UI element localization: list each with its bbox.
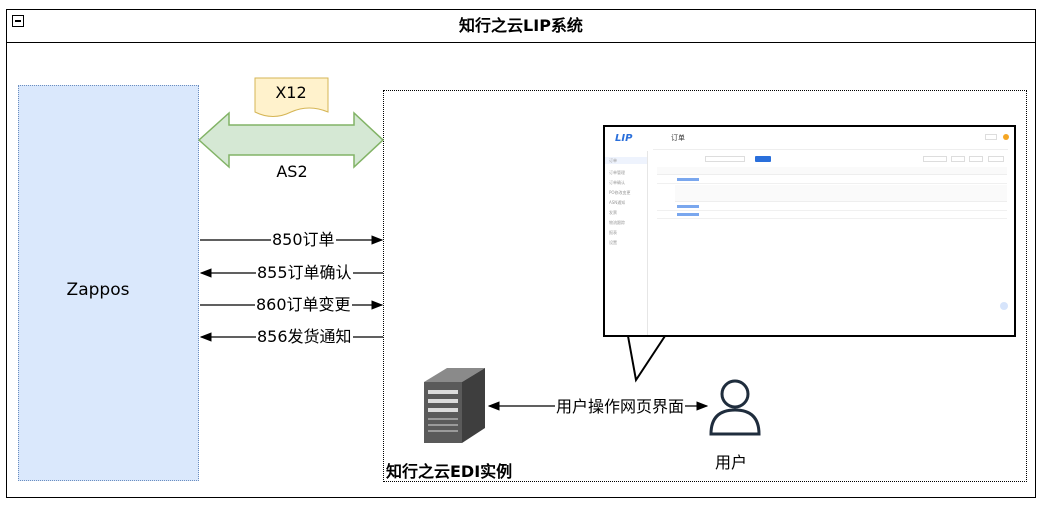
thumb-sidebar-item: 发票 xyxy=(609,210,617,215)
thumb-link-cell xyxy=(677,178,699,181)
thumb-page-title: 订单 xyxy=(671,134,685,142)
edi-instance-label: 知行之云EDI实例 xyxy=(386,462,513,481)
collapse-icon[interactable] xyxy=(12,15,24,27)
thumb-table-header xyxy=(657,167,1007,175)
user-operation-label: 用户操作网页界面 xyxy=(555,397,686,417)
thumb-action-button xyxy=(951,156,965,162)
message-label-855: 855订单确认 xyxy=(256,263,353,283)
thumb-divider xyxy=(653,149,1008,150)
diagram-frame xyxy=(6,9,1036,498)
diagram-title: 知行之云LIP系统 xyxy=(459,16,583,35)
lip-logo: LIP xyxy=(615,133,633,144)
server-icon xyxy=(424,368,485,443)
thumb-action-button xyxy=(969,156,983,162)
x12-label: X12 xyxy=(275,83,307,102)
thumb-table-row xyxy=(657,177,1007,184)
thumb-sidebar-item: 订单管理 xyxy=(609,170,625,175)
user-icon xyxy=(709,379,761,436)
lip-web-ui-thumbnail: LIP 订单 订单管理 订单确认 PO修改变更 ASN通知 发票 物流跟踪 报表… xyxy=(603,125,1016,337)
thumb-sidebar-item: 设置 xyxy=(609,240,617,245)
thumb-avatar xyxy=(1003,134,1009,140)
message-label-860: 860订单变更 xyxy=(255,295,352,315)
x12-document-shape xyxy=(254,77,329,117)
as2-label: AS2 xyxy=(276,162,308,181)
user-label: 用户 xyxy=(715,453,748,472)
zappos-partner-box xyxy=(18,85,199,481)
edi-instance-box xyxy=(383,90,1027,482)
zappos-label: Zappos xyxy=(66,280,130,300)
thumb-sidebar xyxy=(605,151,648,335)
thumb-link-cell xyxy=(677,213,699,216)
thumb-table-row xyxy=(657,212,1007,219)
thumb-sidebar-item: 物流跟踪 xyxy=(609,220,625,225)
thumb-sidebar-item: 订单确认 xyxy=(609,180,625,185)
title-bar xyxy=(6,9,1036,43)
thumb-sidebar-active xyxy=(605,157,647,164)
thumb-action-button xyxy=(988,156,1004,162)
thumb-float-button xyxy=(1000,302,1008,310)
thumb-action-button xyxy=(923,156,947,162)
thumb-sidebar-item: ASN通知 xyxy=(609,200,626,205)
thumb-sidebar-item: PO修改变更 xyxy=(609,190,631,195)
thumb-header-button xyxy=(985,134,997,140)
thumb-link-cell xyxy=(677,205,699,208)
message-label-850: 850订单 xyxy=(271,230,336,250)
as2-double-arrow xyxy=(197,111,385,169)
speech-bubble-tail xyxy=(627,335,666,383)
thumb-table-row xyxy=(657,204,1007,211)
thumb-sidebar-item: 报表 xyxy=(609,230,617,235)
thumb-sidebar-item: 订单 xyxy=(609,158,617,163)
message-label-856: 856发货通知 xyxy=(256,327,353,347)
thumb-search-input xyxy=(705,156,745,162)
thumb-subtable xyxy=(675,185,1007,202)
thumb-search-button xyxy=(755,156,771,162)
